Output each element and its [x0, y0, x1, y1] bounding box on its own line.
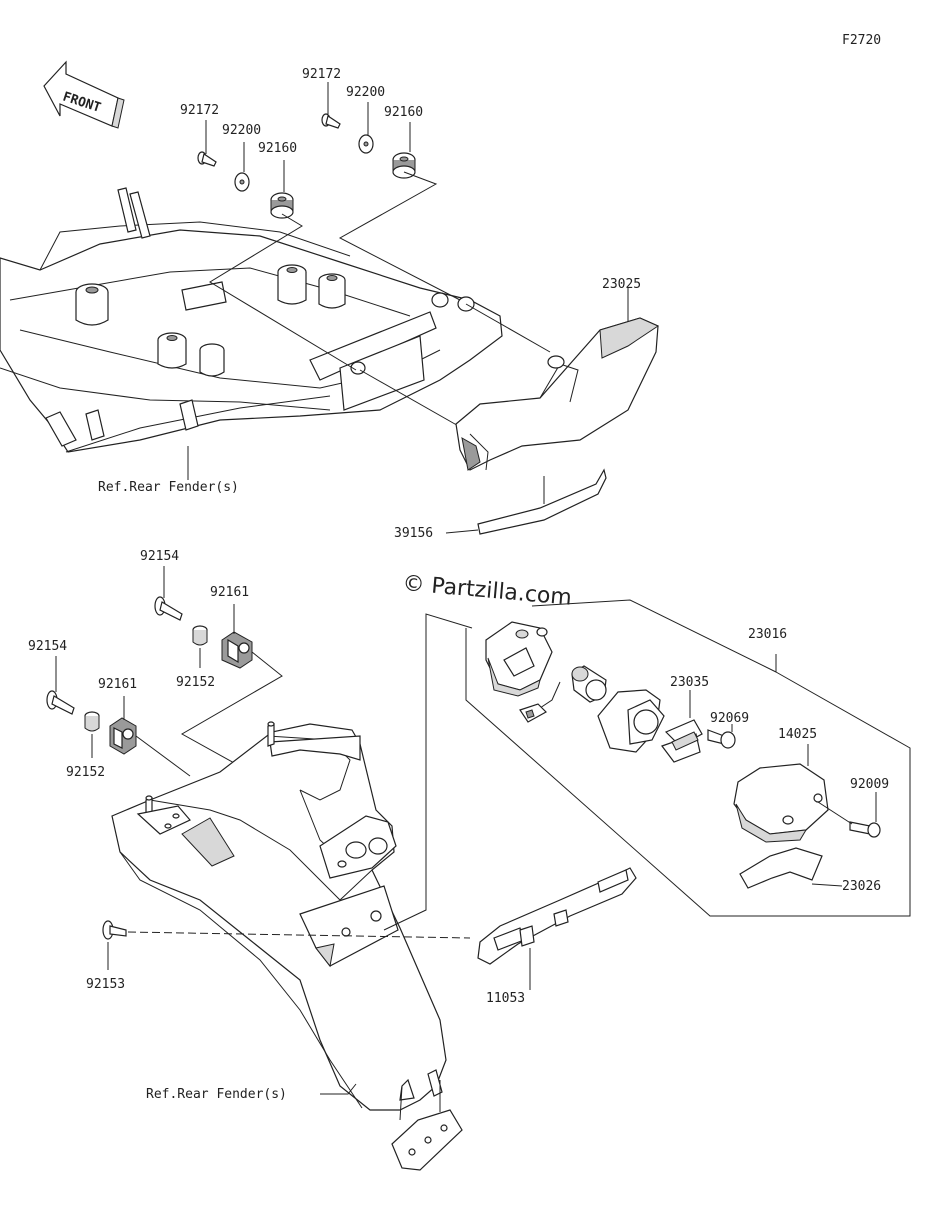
callout-23035: 23035 [670, 675, 709, 690]
screw-92069 [707, 729, 736, 749]
grommet-92161-a [221, 631, 253, 669]
callout-92172-b: 92172 [302, 67, 341, 82]
plate-bracket-11053 [477, 867, 637, 990]
figure-id: F2720 [842, 33, 881, 48]
mount-boss [318, 273, 346, 309]
tail-light-23025 [455, 317, 660, 471]
callout-14025: 14025 [778, 727, 817, 742]
collar-92152-b [84, 711, 100, 732]
lamp-housing [485, 621, 553, 697]
ref-label-lower: Ref.Rear Fender(s) [146, 1087, 287, 1102]
bulb-retainer [597, 689, 665, 753]
callout-92161-b: 92161 [98, 677, 137, 692]
callout-23016: 23016 [748, 627, 787, 642]
grommet-92161-b [109, 717, 137, 755]
bulb-socket [519, 665, 607, 723]
callout-11053: 11053 [486, 991, 525, 1006]
callout-92200-a: 92200 [222, 123, 261, 138]
ref-label-upper: Ref.Rear Fender(s) [98, 480, 239, 495]
bolt-92154-a [154, 596, 183, 621]
rear-fender-license-bracket [111, 721, 463, 1171]
bolt-92172-b [321, 113, 341, 129]
callout-92160-b: 92160 [384, 105, 423, 120]
callout-92172-a: 92172 [180, 103, 219, 118]
mount-boss [199, 343, 225, 377]
bolt-92154-b [46, 690, 75, 715]
callout-92160-a: 92160 [258, 141, 297, 156]
callout-39156: 39156 [394, 526, 433, 541]
callout-23025: 23025 [602, 277, 641, 292]
front-arrow-icon: FRONT [43, 60, 125, 129]
screw-92009 [849, 821, 881, 838]
callout-92161-a: 92161 [210, 585, 249, 600]
callout-92152-a: 92152 [176, 675, 215, 690]
callout-92069: 92069 [710, 711, 749, 726]
callout-92154-a: 92154 [140, 549, 179, 564]
grommet-92160-b [392, 152, 416, 179]
bolt-92172-a [197, 151, 217, 167]
collar-92152-a [192, 625, 208, 646]
cover-14025 [733, 763, 829, 843]
callout-92153: 92153 [86, 977, 125, 992]
mount-boss [157, 332, 187, 369]
callout-92154-b: 92154 [28, 639, 67, 654]
callout-92200-b: 92200 [346, 85, 385, 100]
bolt-92153 [102, 920, 127, 940]
lens-23026 [739, 847, 823, 889]
mount-boss [75, 283, 109, 326]
lens-holder-23035 [661, 719, 703, 763]
lens-strip-39156 [477, 468, 607, 535]
callout-92152-b: 92152 [66, 765, 105, 780]
grommet-92160-a [270, 192, 294, 219]
callout-23026: 23026 [842, 879, 881, 894]
upper-rear-fender-assembly [0, 187, 503, 453]
callout-92009: 92009 [850, 777, 889, 792]
mount-boss [277, 264, 307, 305]
